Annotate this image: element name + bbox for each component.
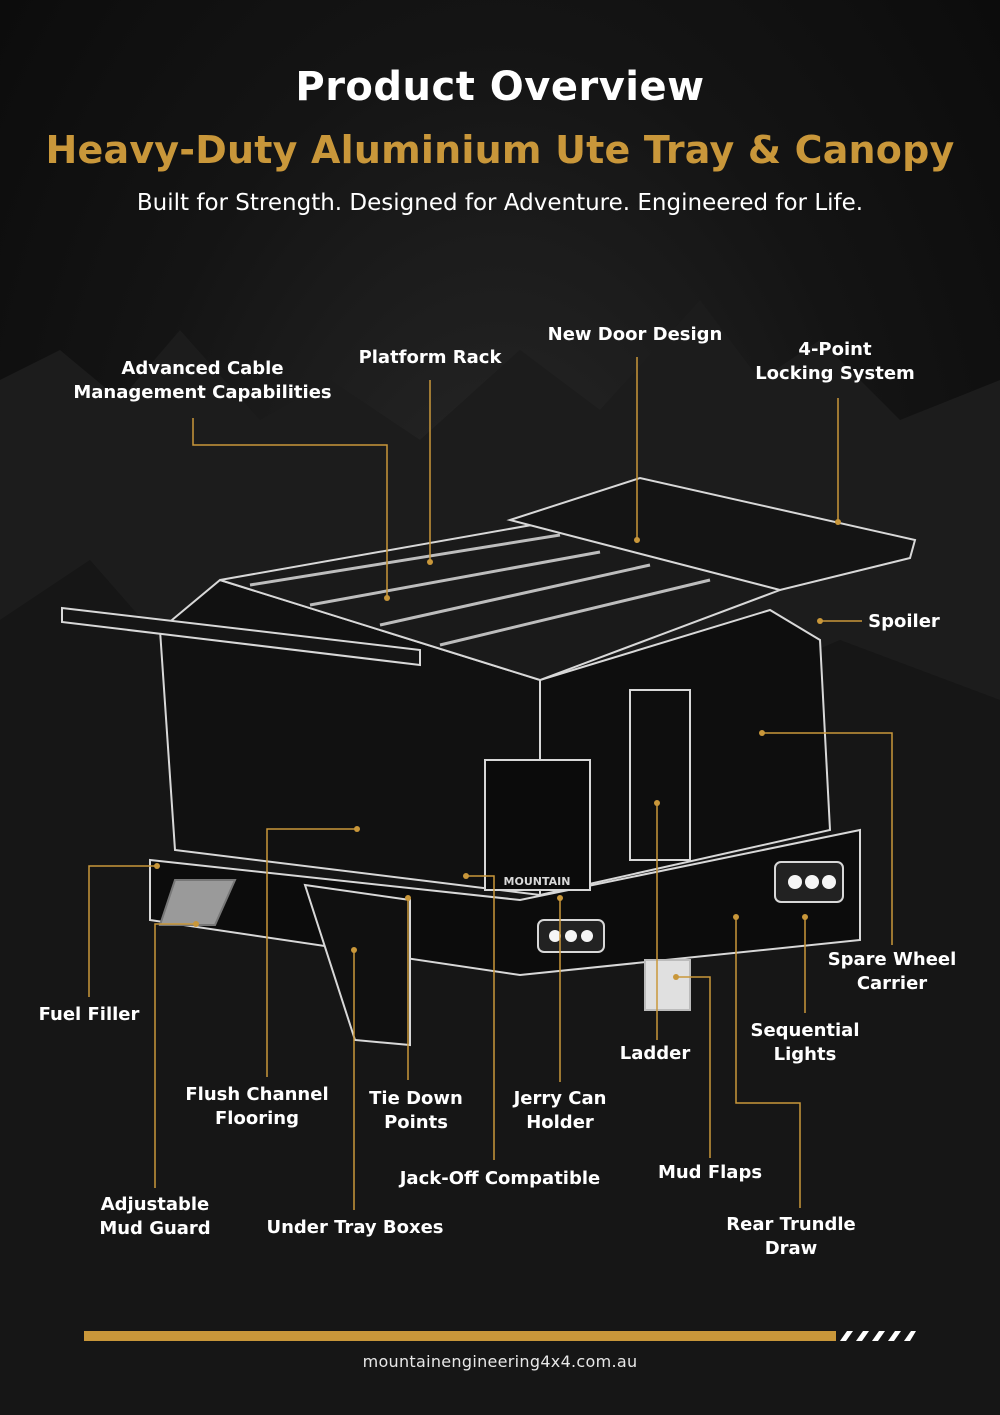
- rack-rail: [249, 533, 561, 587]
- jerry-can-holder: [484, 759, 591, 891]
- product-name: Heavy-Duty Aluminium Ute Tray & Canopy: [45, 128, 955, 172]
- rack-rail: [439, 578, 711, 647]
- mud-guard: [158, 879, 237, 926]
- label-jack-off: Jack-Off Compatible: [399, 1168, 601, 1189]
- leader-spare-wheel: [762, 732, 893, 945]
- label-cable-management: Advanced Cable Management Capabilities: [73, 358, 332, 403]
- label-jerry-can: Jerry Can Holder: [513, 1088, 607, 1133]
- label-flush-flooring: Flush Channel Flooring: [185, 1084, 329, 1129]
- rack-rail: [379, 563, 651, 627]
- leader-mud-guard: [154, 923, 196, 1188]
- callout-leaders: [88, 357, 893, 1210]
- open-side-door: [61, 606, 421, 667]
- page-title: Product Overview: [295, 64, 705, 110]
- leader-flush: [266, 828, 357, 1077]
- leader-cable: [192, 418, 388, 598]
- tagline: Built for Strength. Designed for Adventu…: [136, 190, 864, 216]
- rear-door-flap: [506, 476, 917, 592]
- label-spare-wheel: Spare Wheel Carrier: [827, 949, 957, 994]
- footer-accent-bar: [84, 1331, 836, 1341]
- label-locking-system: 4-Point Locking System: [755, 339, 915, 384]
- ladder: [629, 689, 691, 861]
- leader-trundle: [735, 917, 801, 1208]
- leader-mud-flaps: [676, 976, 711, 1158]
- label-under-tray-boxes: Under Tray Boxes: [266, 1217, 444, 1238]
- under-tray-box: [303, 883, 411, 1047]
- label-mud-guard: Adjustable Mud Guard: [99, 1194, 211, 1239]
- label-mud-flaps: Mud Flaps: [657, 1162, 763, 1183]
- label-trundle-draw: Rear Trundle Draw: [726, 1214, 856, 1259]
- label-platform-rack: Platform Rack: [358, 347, 502, 368]
- footer-stripes: [840, 1331, 916, 1341]
- label-tie-down: Tie Down Points: [369, 1088, 463, 1133]
- website-url[interactable]: mountainengineering4x4.com.au: [362, 1352, 638, 1371]
- leader-fuel-filler: [88, 865, 157, 997]
- brand-mark: MOUNTAIN: [504, 875, 571, 888]
- rack-rail: [309, 550, 601, 607]
- label-sequential-lights: Sequential Lights: [750, 1020, 860, 1065]
- label-spoiler: Spoiler: [868, 611, 940, 632]
- leader-jack-off: [466, 875, 495, 1160]
- label-ladder: Ladder: [619, 1043, 691, 1064]
- label-fuel-filler: Fuel Filler: [38, 1004, 140, 1025]
- mud-flap: [644, 959, 691, 1011]
- label-door-design: New Door Design: [547, 324, 723, 345]
